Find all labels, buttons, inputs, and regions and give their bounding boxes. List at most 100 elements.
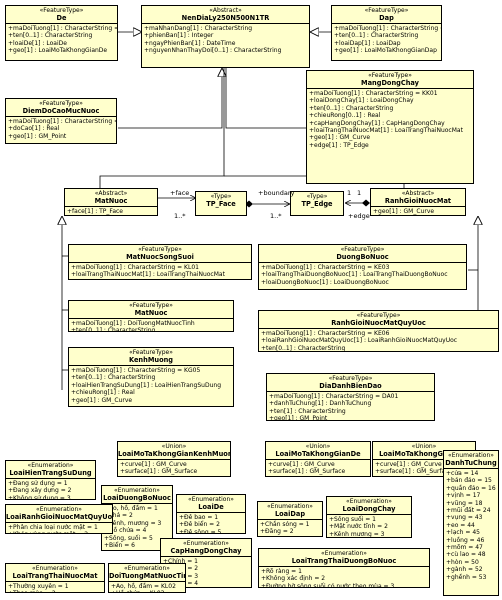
class-box-de: «FeatureType»De+maDoiTuong[1] : Characte… [5, 5, 118, 61]
class-attribute: +lạch = 45 [446, 529, 480, 537]
class-attribute: +maDoiTuong[1] : CharacterString = DA01 [269, 393, 399, 400]
class-attributes: +geo[1] : GM_Curve+edge[1] : TP_Edge [371, 207, 465, 216]
class-stereotype: «FeatureType» [364, 7, 409, 14]
class-name: Dap [379, 14, 394, 22]
class-stereotype: «Enumeration» [183, 540, 229, 547]
class-attributes: +maDoiTuong[1] : CharacterString = KG05+… [69, 366, 233, 405]
class-name: MangDongChay [361, 79, 419, 87]
class-attribute: +hòn = 50 [446, 558, 479, 566]
class-box-e-duongbonuoc: «Enumeration»LoaiDuongBoNuoc+Ao, hồ, đầm… [101, 485, 173, 551]
class-attribute: +mũi đất = 24 [446, 507, 491, 515]
class-header: «FeatureType»DuongBoNuoc [259, 245, 466, 263]
class-attribute: +ten[0..1] : CharacterString [334, 32, 419, 40]
class-header: «FeatureType»MangDongChay [307, 71, 473, 89]
class-name: LoaiDuongBoNuoc [103, 494, 171, 502]
class-attribute: +maDoiTuong[1] : CharacterString = KE01 [8, 118, 116, 125]
class-attribute: +Mặt nước tĩnh = 2 [329, 523, 388, 531]
class-stereotype: «FeatureType» [138, 246, 182, 253]
class-box-dap: «FeatureType»Dap+maDoiTuong[1] : Charact… [331, 5, 442, 61]
class-header: «Abstract»RanhGioiNuocMat [371, 189, 465, 207]
class-attribute: +Kênh mương = 3 [329, 530, 385, 538]
class-attributes: +Thường xuyên = 1+Theo mùa = 2 [6, 582, 104, 592]
class-attributes: +Phân chia loại nước mặt = 1+Khép vùng n… [6, 523, 112, 533]
class-attribute: +Hồ chứa = KL03 [111, 590, 183, 592]
class-attribute: +loaiTrangThaiNuocMat[1] : LoaiTrangThai… [309, 127, 463, 135]
class-attribute: +geo[1] : GM_Surface [67, 215, 155, 216]
class-attributes: +Chắn sóng = 1+Đăng = 2+Tràn = 3 [258, 520, 322, 536]
class-name: NenDiaLy250N500N1TR [181, 14, 270, 22]
class-attribute: +Sông, suối = 5 [104, 534, 153, 542]
label-face: +face [170, 189, 190, 197]
class-attribute: +edge[1] : TP_Edge [309, 141, 369, 149]
class-attribute: +eo = 44 [446, 521, 475, 529]
class-box-tpedge: «Type»TP_Edge [290, 191, 344, 216]
class-stereotype: «Union» [305, 443, 331, 450]
class-box-e-loaide: «Enumeration»LoaiDe+Đê bao = 1+Đê biển =… [176, 494, 246, 534]
class-name: LoaiTrangThaiNuocMat [12, 572, 98, 580]
label-edge-multiplicity-b: 1 [357, 189, 362, 197]
class-attribute: +vịnh = 17 [446, 492, 481, 500]
class-header: «Union»LoaiMoTaKhongGianDe [266, 442, 370, 460]
class-header: «Enumeration»LoaiTrangThaiDuongBoNuoc [259, 549, 429, 567]
class-header: «Union»LoaiMoTaKhongGianDap [373, 442, 475, 460]
class-attributes: +curve[1] : GM_Curve+surface[1] : GM_Sur… [373, 460, 475, 476]
class-stereotype: «Enumeration» [27, 462, 74, 469]
class-header: «Enumeration»LoaiTrangThaiNuocMat [6, 564, 104, 582]
class-header: «FeatureType»RanhGioiNuocMatQuyUoc [259, 311, 498, 329]
class-attributes: +maDoiTuong[1] : CharacterString = KE06+… [259, 329, 498, 352]
class-header: «Type»TP_Face [196, 192, 246, 209]
class-attribute: +loaiHienTrangSuDung[1] : LoaiHienTrangS… [71, 381, 222, 389]
class-attributes: +maDoiTuong[1] : CharacterString = KL01+… [69, 263, 251, 279]
class-name: CapHangDongChay [170, 547, 242, 555]
class-attribute: +Đang xây dựng = 2 [8, 487, 72, 495]
label-edge-multiplicity-a: 1 [347, 189, 352, 197]
class-name: DanhTuChung [445, 459, 497, 467]
class-name: TP_Face [206, 200, 236, 208]
class-name: MatNuocSongSuoi [126, 253, 194, 261]
class-name: LoaiDongChay [342, 505, 396, 513]
class-attribute: +Đê sông = 5 [179, 528, 222, 534]
class-box-u-kenhmuong: «Union»LoaiMoTaKhongGianKenhMuong+curve[… [117, 441, 231, 477]
class-header: «Enumeration»CapHangDongChay [161, 539, 251, 557]
class-name: LoaiMoTaKhongGianDap [379, 450, 469, 458]
class-attribute: +Ao, hồ, đầm = KL02 [111, 583, 176, 590]
class-stereotype: «Abstract» [401, 190, 435, 197]
class-attribute: +loaiRanhGioiNuocMatQuyUoc[1] : LoaiRanh… [261, 337, 458, 345]
class-attribute: +maNhanDang[1] : CharacterString [144, 25, 253, 32]
class-attribute: +Đê biển = 2 [179, 521, 220, 529]
class-stereotype: «FeatureType» [368, 72, 412, 79]
class-box-e-loaidongchay: «Enumeration»LoaiDongChay+Sông suối = 1+… [326, 496, 412, 538]
class-name: DoiTuongMatNuocTinh [109, 572, 186, 580]
class-attributes: +maDoiTuong[1] : CharacterString = KG04+… [6, 24, 117, 56]
class-box-matnuocsongsuoi: «FeatureType»MatNuocSongSuoi +maDoiTuong[… [68, 244, 252, 280]
class-attributes: +maNhanDang[1] : CharacterString+phienBa… [142, 24, 309, 56]
class-name: LoaiMoTaKhongGianDe [275, 450, 361, 458]
class-attribute: +Kênh, mương = 3 [104, 519, 162, 527]
class-stereotype: «Union» [411, 443, 437, 450]
class-attribute: +curve[1] : GM_Curve [375, 461, 442, 468]
class-stereotype: «Abstract» [209, 7, 242, 14]
class-attribute: +geo[1] : GM_Curve [71, 396, 133, 404]
class-header: «FeatureType»DiemDoCaoMucNuoc [6, 99, 116, 117]
class-attribute: +geo[1] : GM_Curve [373, 208, 435, 215]
class-attribute: +vụng = 43 [446, 514, 483, 522]
class-attribute: +cù lao = 48 [446, 551, 486, 559]
class-attributes: +Ao, hồ, đầm = KL02+Hồ chứa = KL03 [109, 582, 185, 592]
label-edge: +edge [348, 212, 370, 220]
class-name: RanhGioiNuocMat [384, 197, 452, 205]
class-name: DuongBoNuoc [336, 253, 389, 261]
class-stereotype: «Type» [210, 193, 232, 200]
class-box-kenhmuong: «FeatureType»KenhMuong+maDoiTuong[1] : C… [68, 347, 234, 407]
class-name: LoaiTrangThaiDuongBoNuoc [291, 557, 397, 565]
class-attribute: +ten[0..1] : CharacterString [261, 344, 346, 352]
class-stereotype: «FeatureType» [340, 246, 385, 253]
class-attribute: +Chắn sóng = 1 [260, 521, 310, 528]
class-stereotype: «FeatureType» [328, 375, 373, 382]
class-attribute: +edge[1] : TP_Edge [373, 215, 463, 216]
class-attribute: +Sông suối = 1 [329, 516, 376, 523]
class-attribute: +nguyenNhanThayDoi[0..1] : CharacterStri… [144, 47, 282, 55]
class-box-e-danhtuchung: «Enumeration»DanhTuChung+cửa = 14+bán đả… [443, 450, 499, 596]
class-box-matnuoc2: «FeatureType»MatNuoc+maDoiTuong[1] : Doi… [68, 300, 234, 332]
class-name: RanhGioiNuocMatQuyUoc [331, 319, 426, 327]
